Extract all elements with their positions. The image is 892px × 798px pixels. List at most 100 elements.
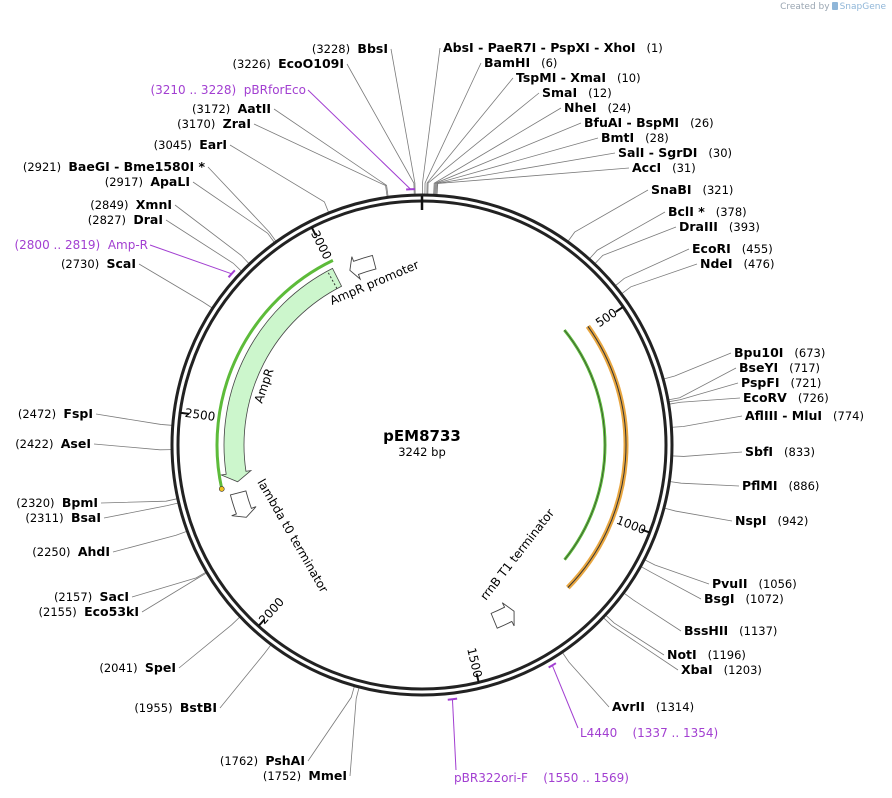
primer-leader-pbrforeco: [307, 89, 411, 190]
enzyme-label-sbfi[interactable]: SbfI (833): [745, 444, 815, 459]
enzyme-position: (2250): [32, 545, 70, 559]
enzyme-label-bamhi[interactable]: BamHI (6): [484, 55, 557, 70]
enzyme-label-zrai[interactable]: (3170) ZraI: [177, 116, 251, 131]
enzyme-label-pshai[interactable]: (1762) PshAI: [220, 753, 305, 768]
enzyme-label-bcli[interactable]: BclI * (378): [668, 204, 747, 219]
enzyme-label-eco53ki[interactable]: (2155) Eco53kI: [39, 604, 139, 619]
enzyme-label-snabi[interactable]: SnaBI (321): [651, 182, 733, 197]
enzyme-label-asei[interactable]: (2422) AseI: [15, 436, 91, 451]
enzyme-name: AbsI - PaeR7I - PspXI - XhoI: [443, 40, 636, 55]
enzyme-label-xbai[interactable]: XbaI (1203): [681, 662, 762, 677]
enzyme-name: SmaI: [542, 85, 577, 100]
primer-label-pbr322ori-f[interactable]: pBR322ori-F (1550 .. 1569): [454, 771, 629, 785]
enzyme-label-ecorv[interactable]: EcoRV (726): [743, 390, 829, 405]
enzyme-label-xmni[interactable]: (2849) XmnI: [90, 197, 172, 212]
enzyme-label-pspfi[interactable]: PspFI (721): [741, 375, 821, 390]
feature-label-lambda-t0[interactable]: lambda t0 terminator: [254, 477, 331, 596]
enzyme-position: (721): [791, 376, 822, 390]
enzyme-name: EarI: [199, 137, 227, 152]
leader-line-acci: [436, 167, 630, 195]
enzyme-label-draiii[interactable]: DraIII (393): [679, 219, 760, 234]
enzyme-name: PshAI: [265, 753, 305, 768]
enzyme-name: BssHII: [684, 623, 728, 638]
leader-line-ndei: [621, 263, 698, 294]
enzyme-label-bseyi[interactable]: BseYI (717): [739, 360, 820, 375]
enzyme-label-bmti[interactable]: BmtI (28): [601, 130, 669, 145]
leader-line-xbai: [603, 617, 679, 671]
snapgene-logo-icon: [831, 2, 838, 10]
enzyme-name: BaeGI - Bme1580I *: [68, 159, 205, 174]
enzyme-label-absi-paer7i-pspxi-xhoi[interactable]: AbsI - PaeR7I - PspXI - XhoI (1): [443, 40, 663, 55]
enzyme-label-acci[interactable]: AccI (31): [632, 160, 696, 175]
enzyme-name: AseI: [61, 436, 91, 451]
primer-label-pbrforeco[interactable]: (3210 .. 3228) pBRforEco: [150, 83, 306, 97]
primer-range: (1337 .. 1354): [632, 726, 718, 740]
enzyme-label-sali-sgrdi[interactable]: SalI - SgrDI (30): [618, 145, 732, 160]
enzyme-label-bstbi[interactable]: (1955) BstBI: [134, 700, 217, 715]
enzyme-label-ahdi[interactable]: (2250) AhdI: [32, 544, 110, 559]
enzyme-position: (1955): [134, 701, 172, 715]
plasmid-length: 3242 bp: [398, 445, 446, 459]
enzyme-label-pflmi[interactable]: PflMI (886): [742, 478, 819, 493]
enzyme-label-baegi-bme1580i[interactable]: (2921) BaeGI - Bme1580I *: [23, 159, 206, 174]
primer-label-l4440[interactable]: L4440 (1337 .. 1354): [580, 726, 718, 740]
enzyme-position: (2827): [88, 213, 126, 227]
enzyme-label-bsshii[interactable]: BssHII (1137): [684, 623, 777, 638]
enzyme-label-bsgi[interactable]: BsgI (1072): [704, 591, 784, 606]
enzyme-position: (2917): [105, 175, 143, 189]
enzyme-label-saci[interactable]: (2157) SacI: [54, 589, 129, 604]
enzyme-position: (26): [690, 116, 714, 130]
enzyme-label-drai[interactable]: (2827) DraI: [88, 212, 163, 227]
tick-label-2000: 2000: [256, 595, 287, 627]
tick-mark-2000: [257, 618, 266, 627]
enzyme-name: PspFI: [741, 375, 780, 390]
enzyme-label-bpmi[interactable]: (2320) BpmI: [16, 495, 98, 510]
enzyme-label-ecori[interactable]: EcoRI (455): [692, 241, 773, 256]
enzyme-label-nhei[interactable]: NheI (24): [564, 100, 631, 115]
feature-label-rrnb-t1[interactable]: rrnB T1 terminator: [477, 506, 557, 603]
enzyme-label-eari[interactable]: (3045) EarI: [154, 137, 227, 152]
enzyme-label-pvuii[interactable]: PvuII (1056): [712, 576, 797, 591]
enzyme-label-ndei[interactable]: NdeI (476): [700, 256, 774, 271]
enzyme-label-scai[interactable]: (2730) ScaI: [61, 256, 136, 271]
enzyme-label-spei[interactable]: (2041) SpeI: [99, 660, 176, 675]
enzyme-label-noti[interactable]: NotI (1196): [667, 647, 746, 662]
enzyme-position: (1056): [758, 577, 796, 591]
leader-line-saci: [131, 571, 206, 598]
enzyme-label-aatii[interactable]: (3172) AatII: [192, 101, 271, 116]
enzyme-label-mmei[interactable]: (1752) MmeI: [263, 768, 347, 783]
enzyme-name: BbsI: [357, 41, 388, 56]
enzyme-name: BclI *: [668, 204, 705, 219]
primer-label-amp-r[interactable]: (2800 .. 2819) Amp-R: [14, 238, 148, 252]
enzyme-label-ecoo109i[interactable]: (3226) EcoO109I: [233, 56, 344, 71]
enzyme-name: NspI: [735, 513, 767, 528]
primer-labels: (3210 .. 3228) pBRforEco (2800 .. 2819) A…: [14, 83, 718, 785]
enzyme-label-tspmi-xmai[interactable]: TspMI - XmaI (10): [516, 70, 641, 85]
feature-ampr-arrow[interactable]: [219, 267, 343, 483]
enzyme-label-nspi[interactable]: NspI (942): [735, 513, 808, 528]
feature-rrnb-t1-arrow[interactable]: [490, 602, 515, 629]
orange-feature-track-outline: [567, 325, 627, 588]
feature-lambda-t0-arrow[interactable]: [229, 490, 257, 518]
enzyme-label-afliii-mlui[interactable]: AflIII - MluI (774): [745, 408, 864, 423]
enzyme-name: SbfI: [745, 444, 773, 459]
enzyme-label-bfuai-bspmi[interactable]: BfuAI - BspMI (26): [584, 115, 714, 130]
enzyme-name: XbaI: [681, 662, 713, 677]
leader-line-apali: [192, 181, 275, 243]
enzyme-label-bbsi[interactable]: (3228) BbsI: [312, 41, 388, 56]
enzyme-position: (673): [794, 346, 825, 360]
enzyme-position: (393): [729, 220, 760, 234]
enzyme-label-fspi[interactable]: (2472) FspI: [18, 406, 93, 421]
enzyme-position: (1): [646, 41, 662, 55]
tick-label-1500: 1500: [464, 646, 485, 679]
enzyme-label-smai[interactable]: SmaI (12): [542, 85, 612, 100]
enzyme-position: (1762): [220, 754, 258, 768]
enzyme-label-apali[interactable]: (2917) ApaLI: [105, 174, 190, 189]
enzyme-position: (1072): [746, 592, 784, 606]
enzyme-label-bsai[interactable]: (2311) BsaI: [25, 510, 101, 525]
feature-ampr-promoter-arrow[interactable]: [349, 254, 377, 281]
enzyme-label-bpu10i[interactable]: Bpu10I (673): [734, 345, 825, 360]
enzyme-label-avrii[interactable]: AvrII (1314): [612, 699, 694, 714]
plasmid-name: pEM8733: [383, 427, 461, 445]
leader-line-bseyi: [668, 367, 737, 401]
